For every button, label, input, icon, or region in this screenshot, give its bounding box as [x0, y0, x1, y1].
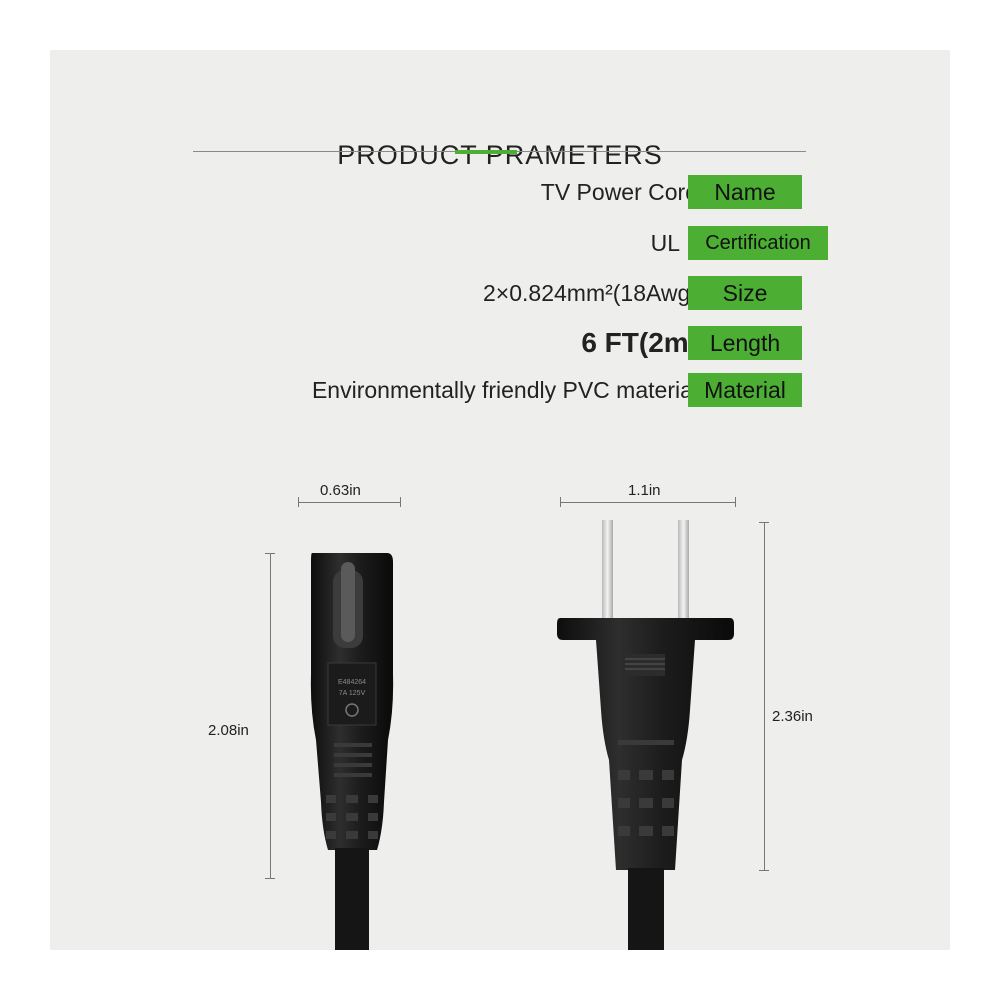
param-value: TV Power Cord	[540, 178, 698, 205]
param-value: 2×0.824mm²(18Awg)	[483, 279, 698, 306]
plug-width-line	[560, 502, 735, 503]
param-label: Certification	[688, 226, 828, 260]
param-label: Name	[688, 175, 802, 209]
param-row-certification: UL Certification	[50, 226, 950, 266]
page-title: PRODUCT PRAMETERS	[337, 140, 663, 170]
plug-nema	[557, 520, 734, 950]
param-value: 6 FT(2m)	[581, 327, 698, 358]
connector-width-line	[298, 502, 400, 503]
param-label: Size	[688, 276, 802, 310]
connector-width-label: 0.63in	[320, 482, 361, 499]
plug-width-label: 1.1in	[628, 482, 661, 499]
param-row-length: 6 FT(2m) Length	[50, 326, 950, 366]
param-label: Length	[688, 326, 802, 360]
connector-marking: E484264	[338, 679, 366, 686]
product-illustration: E484264 7A 125V	[310, 520, 734, 950]
product-panel: PRODUCT PRAMETERS TV Power Cord Name UL …	[50, 50, 950, 950]
plug-height-label: 2.36in	[772, 708, 813, 725]
connector-height-line	[270, 553, 271, 878]
param-row-material: Environmentally friendly PVC material Ma…	[50, 373, 950, 413]
connector-c7: E484264 7A 125V	[310, 553, 394, 950]
connector-height-label: 2.08in	[208, 722, 249, 739]
param-value: Environmentally friendly PVC material	[311, 376, 698, 403]
connector-marking-rating: 7A 125V	[339, 690, 366, 697]
plug-height-line	[764, 522, 765, 870]
title-divider-accent	[455, 150, 517, 154]
param-label: Material	[688, 373, 802, 407]
param-row-name: TV Power Cord Name	[50, 175, 950, 215]
param-value: UL	[650, 229, 680, 256]
param-row-size: 2×0.824mm²(18Awg) Size	[50, 276, 950, 316]
